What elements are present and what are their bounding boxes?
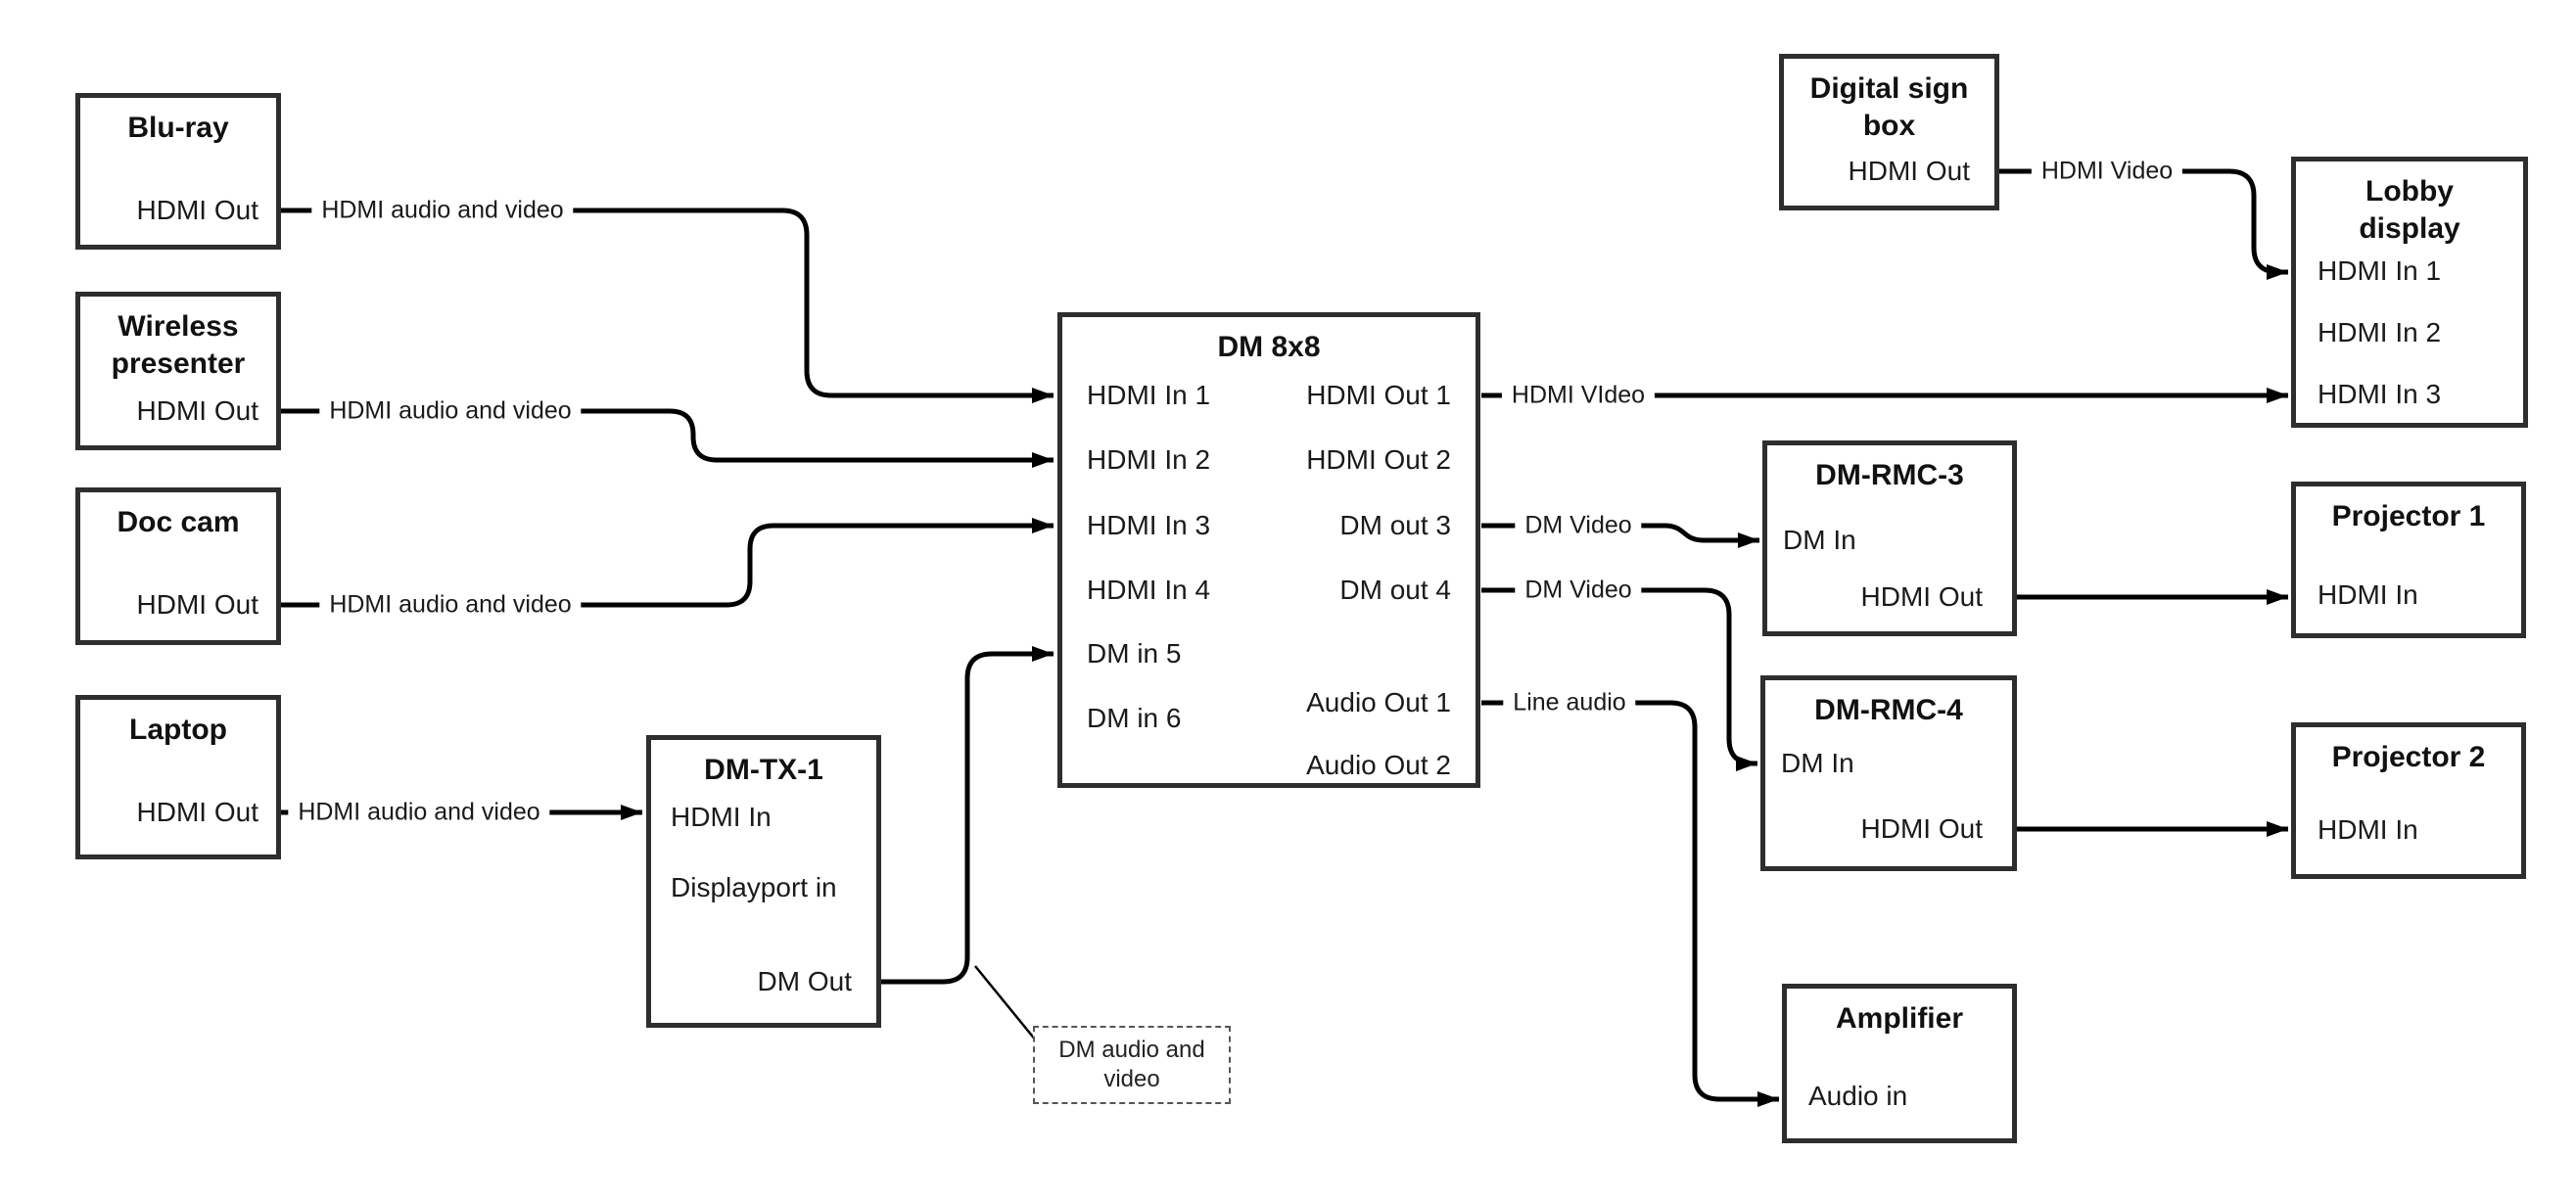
edge-bluray-to-dm8x8-in1 <box>281 208 1054 403</box>
edge-dmtx1-dmout-to-dm8x8-in5 <box>881 646 1054 985</box>
node-dm-rmc-3: DM-RMC-3 DM In HDMI Out <box>1762 440 2017 636</box>
node-title: Laptop <box>129 714 227 746</box>
port-hdmi-in-3: HDMI In 3 <box>2318 379 2442 409</box>
edge-label-dm-video: DM Video <box>1515 575 1642 606</box>
node-dm-rmc-4: DM-RMC-4 DM In HDMI Out <box>1760 675 2017 871</box>
node-title: Blu-ray <box>127 112 229 144</box>
node-doc-cam: Doc cam HDMI Out <box>75 487 281 645</box>
port-displayport-in: Displayport in <box>671 872 837 902</box>
port-dm-in: DM In <box>1783 525 1856 555</box>
node-title: DM-RMC-4 <box>1814 694 1963 726</box>
node-title: Amplifier <box>1835 1002 1964 1035</box>
node-digital-sign-box: Digital sign box HDMI Out <box>1779 54 1999 210</box>
port-hdmi-in-3: HDMI In 3 <box>1087 510 1211 540</box>
edge-label-hdmi-audio-video: HDMI audio and video <box>311 195 574 226</box>
node-projector-1: Projector 1 HDMI In <box>2291 482 2526 638</box>
node-title: Doc cam <box>117 506 240 538</box>
node-title: Projector 1 <box>2331 500 2486 532</box>
edge-label-hdmi-audio-video: HDMI audio and video <box>319 395 582 427</box>
node-amplifier: Amplifier Audio in <box>1782 984 2017 1143</box>
port-audio-out-1: Audio Out 1 <box>1306 687 1451 717</box>
port-hdmi-out-1: HDMI Out 1 <box>1306 380 1451 410</box>
edge-label-line-audio: Line audio <box>1503 687 1636 718</box>
port-hdmi-out: HDMI Out <box>136 195 258 225</box>
port-dm-out: DM Out <box>757 966 852 996</box>
callout-leader-line <box>974 965 1037 1041</box>
edge-wireless-to-dm8x8-in2 <box>281 408 1054 468</box>
port-hdmi-in: HDMI In <box>2318 814 2418 845</box>
node-dm-tx-1: DM-TX-1 HDMI In Displayport in DM Out <box>646 735 881 1028</box>
edge-dm8x8-out3-to-dmrmc3-dmin <box>1481 523 1759 548</box>
port-hdmi-in-4: HDMI In 4 <box>1087 575 1211 605</box>
node-projector-2: Projector 2 HDMI In <box>2291 722 2526 879</box>
port-audio-in: Audio in <box>1808 1081 1908 1111</box>
port-dm-in-6: DM in 6 <box>1087 703 1182 733</box>
port-hdmi-in: HDMI In <box>2318 579 2418 610</box>
edge-dm8x8-audioout1-to-amplifier <box>1481 700 1779 1107</box>
edge-label-hdmi-video: HDMI Video <box>2031 156 2183 187</box>
node-lobby-display: Lobby display HDMI In 1 HDMI In 2 HDMI I… <box>2291 157 2528 428</box>
port-hdmi-in-2: HDMI In 2 <box>1087 444 1211 475</box>
port-dm-in-5: DM in 5 <box>1087 638 1182 669</box>
port-dm-out-4: DM out 4 <box>1339 575 1451 605</box>
port-hdmi-in-2: HDMI In 2 <box>2318 317 2442 347</box>
port-hdmi-in-1: HDMI In 1 <box>1087 380 1211 410</box>
node-wireless-presenter: Wireless presenter HDMI Out <box>75 292 281 450</box>
port-hdmi-out-2: HDMI Out 2 <box>1306 444 1451 475</box>
edge-label-hdmi-audio-video: HDMI audio and video <box>288 797 550 828</box>
node-laptop: Laptop HDMI Out <box>75 695 281 859</box>
port-hdmi-out: HDMI Out <box>1860 581 1983 612</box>
node-title: DM 8x8 <box>1217 331 1321 363</box>
port-hdmi-out: HDMI Out <box>1848 156 1970 186</box>
node-blu-ray: Blu-ray HDMI Out <box>75 93 281 250</box>
port-dm-out-3: DM out 3 <box>1339 510 1451 540</box>
node-dm-8x8: DM 8x8 HDMI In 1 HDMI In 2 HDMI In 3 HDM… <box>1057 312 1480 788</box>
node-title: DM-TX-1 <box>704 754 823 786</box>
edge-label-hdmi-video: HDMI VIdeo <box>1501 380 1656 411</box>
port-audio-out-2: Audio Out 2 <box>1306 750 1451 780</box>
port-hdmi-out: HDMI Out <box>136 589 258 620</box>
edge-dm8x8-out4-to-dmrmc4-dmin <box>1481 587 1757 771</box>
edge-label-dm-video: DM Video <box>1515 510 1642 541</box>
edge-label-hdmi-audio-video: HDMI audio and video <box>319 589 582 621</box>
node-title: Projector 2 <box>2331 741 2486 773</box>
node-title: DM-RMC-3 <box>1815 459 1964 491</box>
port-dm-in: DM In <box>1781 748 1854 778</box>
node-title: Digital sign box <box>1809 72 1969 142</box>
port-hdmi-out: HDMI Out <box>136 797 258 827</box>
port-hdmi-out: HDMI Out <box>136 395 258 426</box>
node-title: Wireless presenter <box>111 310 246 380</box>
port-hdmi-out: HDMI Out <box>1860 813 1983 844</box>
port-hdmi-in-1: HDMI In 1 <box>2318 255 2442 286</box>
edge-digitalsign-to-lobby-in1 <box>1999 168 2288 280</box>
edge-doccam-to-dm8x8-in3 <box>281 518 1054 608</box>
callout-dm-audio-video: DM audio and video <box>1033 1026 1231 1104</box>
port-hdmi-in: HDMI In <box>671 802 772 832</box>
node-title: Lobby display <box>2359 175 2460 245</box>
